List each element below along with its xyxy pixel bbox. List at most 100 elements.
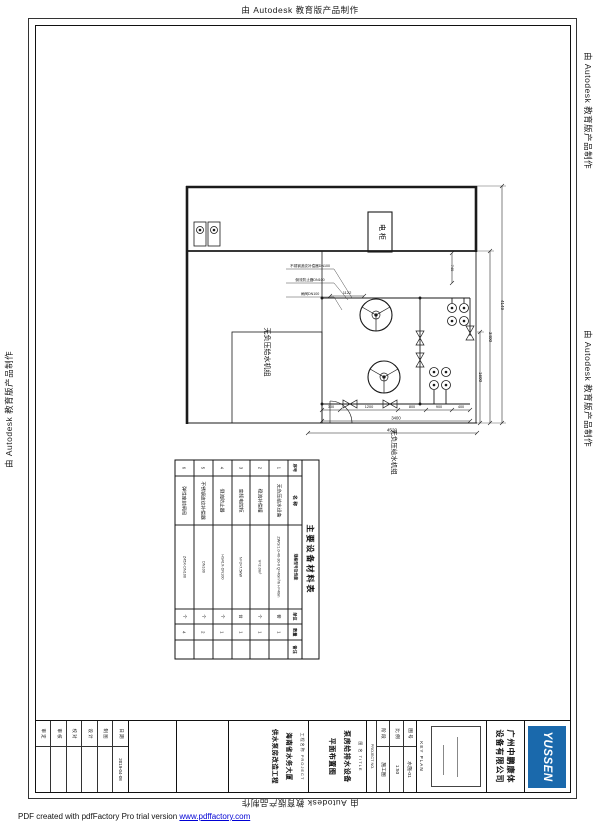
- scale-label: 比 例: [390, 721, 403, 747]
- cell: 个: [213, 609, 232, 625]
- project-section: 工程名称 PROJECT 海南省水务大厦 供水泵房改造工程: [228, 721, 308, 792]
- dim-bottom-mid: 3400: [391, 416, 401, 421]
- signature-value: 2019-04-08: [118, 758, 124, 781]
- plan-texts: 电柜 无负压给水机组 无负压给水机组 不锈钢波纹补偿器DN100 倒流防止器DN…: [263, 224, 505, 475]
- water-meter-group: [193, 221, 221, 247]
- cell: 无负压给水设备: [269, 476, 288, 526]
- signature-value: [98, 747, 113, 792]
- cell: 不锈钢波纹补偿器: [194, 476, 213, 526]
- project-label-en: PROJECT: [300, 754, 305, 781]
- keyplan-label: KEY PLAN: [419, 741, 424, 772]
- equipment-table-title: 主要设备材料表: [301, 460, 319, 659]
- cell: 个: [250, 609, 269, 625]
- drawing-no-label: 图 号: [403, 721, 416, 747]
- dim-bottom-4: 900: [436, 405, 442, 409]
- cell: [194, 641, 212, 659]
- pdf-footer-text: PDF created with pdfFactory Pro trial ve…: [18, 812, 180, 821]
- cabinet-label: 电柜: [378, 224, 387, 242]
- header-rem: 备注: [293, 645, 298, 654]
- table-row: 1 无负压给水设备 ZWG/1.0-40-30-II Q=40m³/h H=40…: [268, 460, 288, 659]
- signature-row: 设 计: [81, 721, 97, 792]
- keyplan-section: KEY PLAN: [416, 721, 486, 792]
- notes-area: [128, 721, 176, 792]
- title-block: YUSSEN 广州中鹏康体 设备有限公司 KEY PLAN 图 号 水施-01 …: [36, 720, 570, 792]
- cell: Z45X-DN100: [175, 525, 194, 609]
- signature-value: [36, 747, 51, 792]
- cell: [213, 641, 231, 659]
- title-label-en: TITLE: [358, 755, 363, 772]
- signature-row: 日 期 2019-04-08: [112, 721, 128, 792]
- cell: 个: [194, 609, 213, 625]
- annotation-2: 倒流防止器DN100: [295, 277, 324, 282]
- door-swing: [329, 400, 353, 424]
- sheet-outer-border: [28, 18, 577, 799]
- dim-right-mid: 3400: [488, 332, 493, 343]
- cell: ZWG/1.0-40-30-II Q=40m³/h H=40m: [269, 525, 288, 609]
- signature-label: 审 核: [51, 721, 66, 747]
- cell: 4: [213, 460, 232, 477]
- cell: 2: [250, 460, 269, 477]
- header-name: 名 称: [288, 476, 302, 526]
- cell: 6: [175, 460, 194, 477]
- cell: HS41X-DN100: [213, 525, 232, 609]
- cell: 2: [194, 624, 213, 641]
- drawing-title-section: 图 名 TITLE 泵房给排水设备 平面布置图: [308, 721, 366, 792]
- table-row: 5 不锈钢波纹补偿器 DN100 个 2: [193, 460, 213, 659]
- drawing-title-line2: 平面布置图: [328, 737, 335, 776]
- autodesk-watermark-top: 由 Autodesk 教育版产品制作: [241, 5, 359, 15]
- signature-row: 制 图: [97, 721, 113, 792]
- dim-bottom-3: 800: [409, 405, 415, 409]
- drawing-no-value: 水施-01: [406, 761, 412, 778]
- signature-row: 审 定: [36, 721, 51, 792]
- cell: [176, 641, 194, 659]
- pdf-footer: PDF created with pdfFactory Pro trial ve…: [18, 812, 250, 821]
- sheet-inner-border: [35, 25, 571, 793]
- dimension-lines: [305, 183, 506, 436]
- header-unit: 单位: [288, 609, 302, 625]
- company-name: 广州中鹏康体 设备有限公司: [486, 721, 524, 792]
- cell: 弹性座封闸阀: [175, 476, 194, 526]
- table-row: 2 稳流补偿罐 V=2.0m³ 个 1: [249, 460, 269, 659]
- logo-box: YUSSEN: [528, 725, 567, 788]
- dim-right-lower: 1600: [478, 372, 483, 383]
- project-no-en-label: PROJECT NO.: [369, 743, 374, 770]
- piping: [320, 296, 471, 406]
- cell: 套: [269, 609, 288, 625]
- project-name-line1: 海南省水务大厦: [285, 732, 292, 781]
- pump-group: [429, 303, 469, 390]
- scale-value: 1:50: [394, 764, 400, 775]
- dim-bottom-2: 1200: [365, 405, 373, 409]
- cell: [251, 641, 269, 659]
- cell: 台: [232, 609, 250, 625]
- project-label: 工程名称: [300, 732, 305, 753]
- signature-label: 日 期: [113, 721, 128, 747]
- dim-bottom-1: 300: [328, 405, 334, 409]
- unit-label-right: 无负压给水机组: [390, 429, 399, 475]
- cell: V=2.0m³: [250, 525, 269, 609]
- cell: 1: [269, 624, 288, 641]
- signature-row: 校 对: [66, 721, 82, 792]
- signature-label: 审 定: [36, 721, 51, 747]
- cell: 1: [269, 460, 288, 477]
- annotation-1: 不锈钢波纹补偿器DN100: [290, 263, 330, 268]
- header-qty: 数量: [288, 624, 302, 641]
- keyplan-box: [431, 726, 481, 787]
- signature-row: 审 核: [50, 721, 67, 792]
- pdffactory-link[interactable]: www.pdffactory.com: [179, 812, 251, 821]
- walls: [185, 185, 478, 424]
- signature-value: [52, 747, 67, 792]
- project-name-line2: 供水泵房改造工程: [271, 728, 278, 785]
- stage-value: 施工图: [379, 762, 385, 777]
- cell: 4: [175, 624, 194, 641]
- dim-top-small: 1122: [343, 290, 352, 295]
- unit-label-left: 无负压给水机组: [263, 328, 272, 377]
- cell: 变频电控柜: [232, 476, 250, 526]
- signature-value: [67, 747, 82, 792]
- header-spec: 规格型号及性能: [288, 525, 302, 609]
- revision-area: [176, 721, 228, 792]
- table-row: 4 倒流防止器 HS41X-DN100 个 1: [212, 460, 232, 659]
- dim-bottom-5: 400: [458, 405, 464, 409]
- signature-label: 校 对: [67, 721, 82, 747]
- table-row: 6 弹性座封闸阀 Z45X-DN100 个 4: [175, 460, 194, 659]
